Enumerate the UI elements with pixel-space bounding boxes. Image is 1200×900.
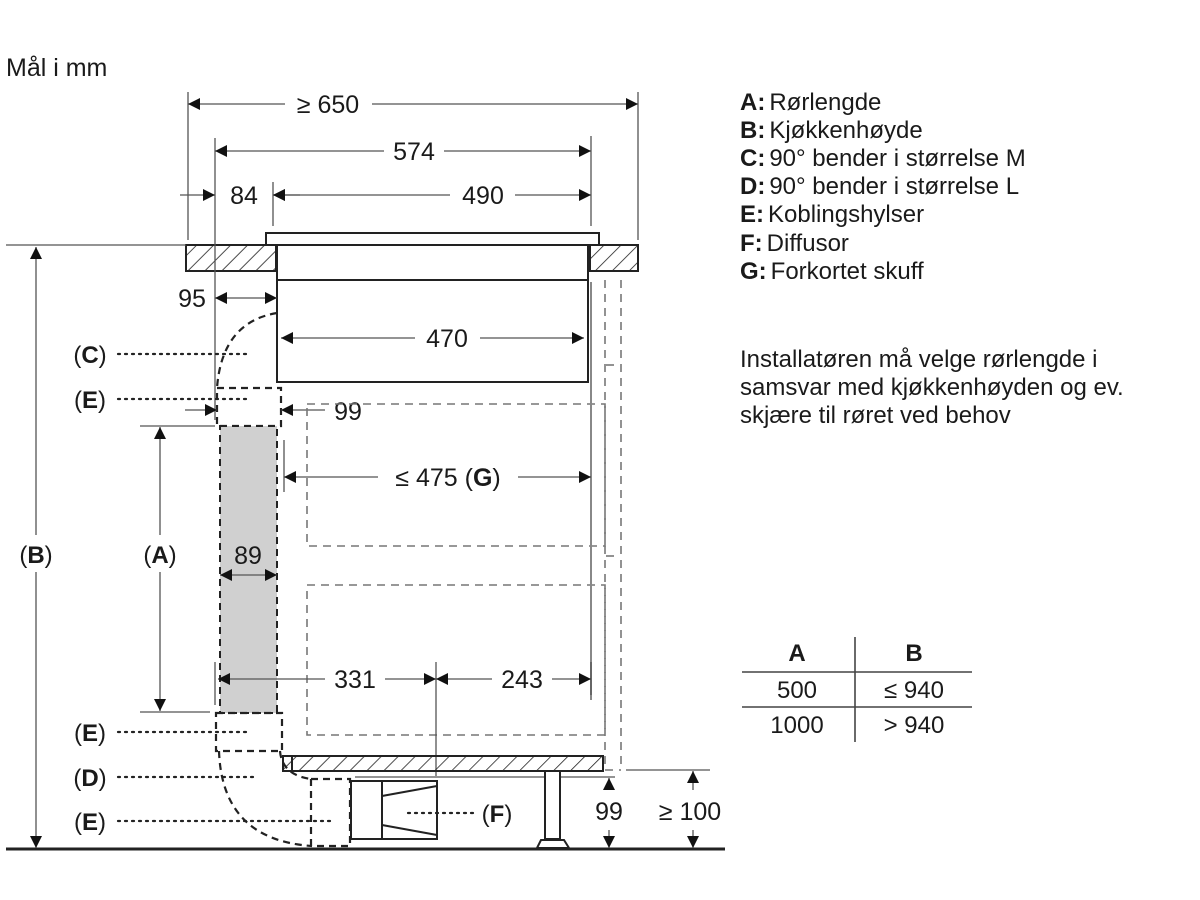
table-cell: 1000	[770, 712, 823, 739]
cooktop-body-upper	[276, 244, 589, 281]
dim-cutout-width: 574	[393, 138, 435, 166]
callout-e1: (E)	[74, 387, 106, 414]
dim-drawer-depth: ≤ 475 (G)	[395, 464, 500, 492]
bend-c	[215, 311, 278, 389]
legend-item: B:Kjøkkenhøyde	[740, 117, 923, 144]
callout-e3: (E)	[74, 809, 106, 836]
bend-d-outer	[217, 750, 313, 848]
dim-duct-offset: 95	[178, 285, 206, 313]
dim-pipe-width: 89	[234, 542, 262, 570]
dim-total-width: ≥ 650	[297, 91, 359, 119]
coupling-e1	[215, 386, 283, 428]
callout-a: (A)	[143, 542, 176, 569]
dim-plinth-height: 99	[595, 798, 623, 826]
legend-item: G:Forkortet skuff	[740, 258, 924, 285]
unit-note: Mål i mm	[6, 54, 107, 82]
dim-device-body-width: 470	[426, 325, 468, 353]
legend-item: C:90° bender i størrelse M	[740, 145, 1026, 172]
cabinet-bottom	[282, 755, 604, 772]
legend-item: E:Koblingshylser	[740, 201, 924, 228]
cooktop-glass	[265, 232, 600, 246]
installer-note: Installatøren må velge rørlengde i samsv…	[740, 346, 1124, 429]
callout-f: (F)	[482, 801, 513, 828]
legend-item: D:90° bender i størrelse L	[740, 173, 1019, 200]
dim-dist-left: 331	[334, 666, 376, 694]
table-cell: ≤ 940	[884, 677, 944, 704]
note-line: skjære til røret ved behov	[740, 402, 1011, 429]
dim-device-top-width: 490	[462, 182, 504, 210]
dim-coupling-offset: 99	[334, 398, 362, 426]
callout-b: (B)	[19, 542, 52, 569]
dim-offset-left: 84	[230, 182, 258, 210]
drawer-lower	[306, 584, 606, 736]
legend: A:Rørlengde B:Kjøkkenhøyde C:90° bender …	[740, 89, 1026, 285]
pipe-length-table: A B 500 ≤ 940 1000 > 940	[742, 637, 972, 742]
dim-dist-right: 243	[501, 666, 543, 694]
table-header: B	[905, 640, 922, 667]
cabinet-leg	[535, 770, 571, 849]
legend-item: A:Rørlengde	[740, 89, 881, 116]
cooktop-body-lower	[276, 279, 589, 383]
note-line: Installatøren må velge rørlengde i	[740, 346, 1098, 373]
callout-c: (C)	[73, 342, 106, 369]
note-line: samsvar med kjøkkenhøyden og ev.	[740, 374, 1124, 401]
coupling-e3	[311, 777, 352, 848]
bend-d-inner	[278, 750, 312, 781]
diffuser	[350, 780, 438, 840]
worktop	[6, 244, 639, 272]
coupling-e2	[214, 711, 284, 753]
table-cell: > 940	[884, 712, 945, 739]
legend-item: F:Diffusor	[740, 230, 849, 257]
dim-plinth-min: ≥ 100	[659, 798, 721, 826]
drawer-upper	[306, 403, 606, 547]
callout-e2: (E)	[74, 720, 106, 747]
callout-d: (D)	[73, 765, 106, 792]
table-header: A	[788, 640, 805, 667]
table-cell: 500	[777, 677, 817, 704]
